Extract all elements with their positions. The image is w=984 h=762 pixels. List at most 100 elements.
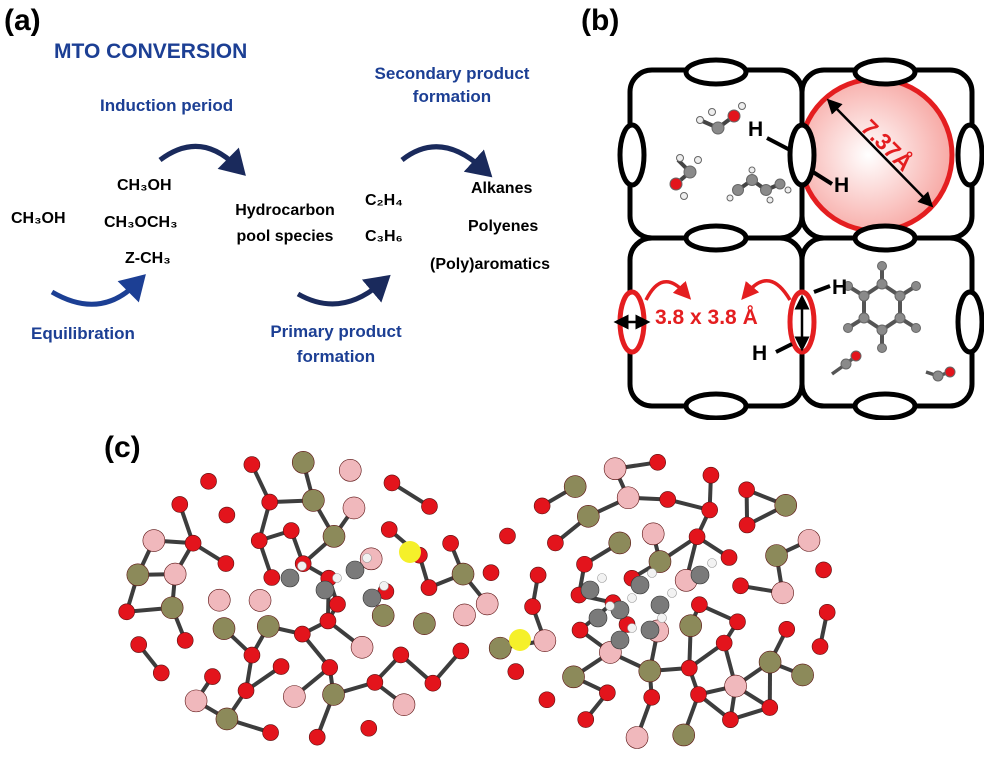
product-polyenes: Polyenes xyxy=(468,218,539,235)
aluminum-atom xyxy=(338,459,362,482)
hydrogen-atom xyxy=(627,623,637,633)
h-label-1: H xyxy=(748,118,764,141)
hydrogen-atom xyxy=(297,561,307,571)
oxygen-atom xyxy=(293,625,311,643)
oxygen-atom xyxy=(738,516,756,534)
species-zch3: Z-CH₃ xyxy=(125,250,171,267)
h-label-4: H xyxy=(752,342,768,365)
hydrogen-atom xyxy=(379,581,389,591)
silicon-atom xyxy=(774,493,798,517)
silicon-atom xyxy=(577,505,600,528)
primary-arrow xyxy=(296,274,391,307)
aluminum-atom xyxy=(283,685,306,708)
product-alkanes: Alkanes xyxy=(471,180,533,197)
species-dme: CH₃OCH₃ xyxy=(104,214,178,231)
silicon-atom xyxy=(791,663,814,687)
aluminum-atom xyxy=(533,629,557,652)
silicon-atom xyxy=(371,604,395,627)
atoms-top-left xyxy=(669,102,792,204)
h-label-3: H xyxy=(832,276,848,299)
carbon-atom xyxy=(345,560,365,580)
hydrogen-atom xyxy=(605,601,615,611)
oxygen-atom xyxy=(691,596,708,613)
oxygen-atom xyxy=(118,603,135,621)
oxygen-atom xyxy=(250,532,268,549)
oxygen-atom xyxy=(732,577,749,595)
oxygen-atom xyxy=(701,501,718,519)
oxygen-atom xyxy=(643,689,661,706)
silicon-atom xyxy=(451,562,475,586)
oxygen-atom xyxy=(329,595,346,613)
silicon-atom xyxy=(302,489,325,512)
oxygen-atom xyxy=(237,682,255,699)
aluminum-atom xyxy=(453,603,476,627)
hydrogen-atom xyxy=(667,588,677,598)
eight-ring-windows xyxy=(617,57,984,420)
oxygen-atom xyxy=(499,527,516,545)
oxygen-atom xyxy=(420,579,438,596)
aluminum-atom xyxy=(163,562,187,586)
oxygen-atom xyxy=(452,642,470,660)
silicon-atom xyxy=(562,665,585,689)
oxygen-atom xyxy=(243,456,261,473)
oxygen-atom xyxy=(815,561,832,579)
aluminum-atom xyxy=(184,689,208,713)
oxygen-atom xyxy=(680,659,698,677)
oxygen-atom xyxy=(152,664,170,682)
oxygen-atom xyxy=(200,472,217,490)
silicon-atom xyxy=(488,636,512,660)
olefin-ethene: C₂H₄ xyxy=(365,192,403,209)
oxygen-atom xyxy=(482,564,500,581)
hydrogen-atom xyxy=(657,613,667,623)
oxygen-atom xyxy=(360,719,378,737)
aluminum-atom xyxy=(603,457,627,481)
carbon-atom xyxy=(315,580,335,600)
oxygen-atom xyxy=(688,528,706,546)
oxygen-atom xyxy=(529,566,547,584)
oxygen-atom xyxy=(424,674,442,692)
oxygen-atom xyxy=(538,691,556,709)
oxygen-atom xyxy=(576,555,593,573)
hop-arrow-right xyxy=(741,279,792,301)
aluminum-atom xyxy=(350,636,374,659)
oxygen-atom xyxy=(184,534,202,552)
silicon-atom xyxy=(648,550,672,573)
aluminum-atom xyxy=(625,726,649,749)
aluminum-atom xyxy=(142,529,166,552)
carbon-atom xyxy=(640,620,660,640)
oxygen-atom xyxy=(533,497,551,515)
oxygen-atom xyxy=(507,663,525,680)
oxygen-atom xyxy=(263,569,281,586)
oxygen-atom xyxy=(715,634,733,652)
silicon-atom xyxy=(563,475,587,498)
oxygen-atom xyxy=(380,521,398,538)
cage-diameter-arrow xyxy=(826,98,934,208)
oxygen-atom xyxy=(319,612,337,630)
aluminum-atom xyxy=(207,588,231,612)
oxygen-atom xyxy=(571,621,589,639)
hydrocarbon-pool-label: Hydrocarbon pool species xyxy=(235,202,335,245)
oxygen-atom xyxy=(659,491,677,508)
panel-b-label: (b) xyxy=(581,4,620,37)
oxygen-atom xyxy=(261,493,279,511)
aluminum-atom xyxy=(248,589,272,612)
silicon-atom xyxy=(413,612,436,635)
secondary-product-label: Secondary product formation xyxy=(374,64,530,106)
oxygen-atom xyxy=(818,604,836,621)
oxygen-atom xyxy=(171,496,189,513)
panel-a-label: (a) xyxy=(4,4,41,37)
induction-arrow xyxy=(158,144,246,176)
oxygen-atom xyxy=(761,699,779,716)
oxygen-atom xyxy=(308,728,326,746)
aluminum-atom xyxy=(724,674,747,698)
oxygen-atom xyxy=(392,646,410,664)
hydrogen-atom xyxy=(707,558,717,568)
oxygen-atom xyxy=(204,668,221,685)
oxygen-atom xyxy=(218,506,236,524)
hydrogen-atom xyxy=(362,553,372,563)
oxygen-atom xyxy=(649,454,666,471)
carbon-atom xyxy=(280,568,300,588)
oxygen-atom xyxy=(722,711,739,729)
silicon-atom xyxy=(758,650,782,674)
